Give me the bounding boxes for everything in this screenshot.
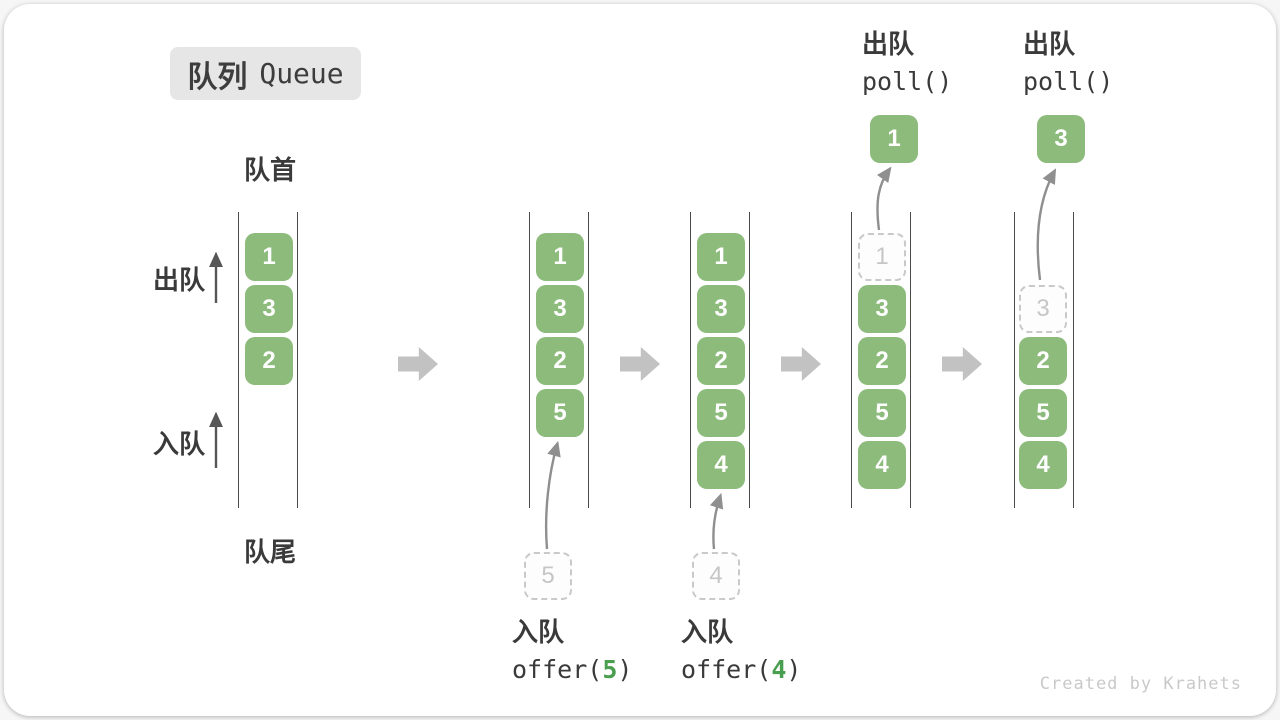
queue-box: 2 xyxy=(697,337,745,385)
enqueue-op-caption: 入队 offer(5) xyxy=(512,618,632,683)
queue-channel xyxy=(238,212,298,508)
queue-box: 3 xyxy=(697,285,745,333)
op-code: offer(5) xyxy=(512,654,633,684)
queue-box: 4 xyxy=(1019,441,1067,489)
queue-box: 2 xyxy=(1019,337,1067,385)
queue-channel xyxy=(851,212,911,508)
front-label: 队首 xyxy=(244,155,297,185)
queue-box: 4 xyxy=(858,441,906,489)
queue-box: 3 xyxy=(536,285,584,333)
credit-text: Created by Krahets xyxy=(1039,674,1242,694)
removed-box: 3 xyxy=(1019,285,1067,333)
op-label: 入队 xyxy=(681,617,734,647)
queue-channel xyxy=(1014,212,1074,508)
queue-box: 4 xyxy=(697,441,745,489)
title-zh: 队列 xyxy=(187,60,248,94)
queue-box: 5 xyxy=(697,389,745,437)
queue-box: 3 xyxy=(245,285,293,333)
dequeue-label: 出队 xyxy=(153,265,206,295)
queue-box: 1 xyxy=(536,233,584,281)
op-code: poll() xyxy=(1023,66,1114,96)
popped-box: 3 xyxy=(1037,115,1085,163)
op-arg: 5 xyxy=(602,654,618,684)
queue-box: 5 xyxy=(1019,389,1067,437)
queue-channel xyxy=(529,212,589,508)
rear-label: 队尾 xyxy=(244,537,297,567)
queue-box: 1 xyxy=(245,233,293,281)
op-label: 入队 xyxy=(512,617,565,647)
op-label: 出队 xyxy=(862,29,915,59)
queue-box: 5 xyxy=(536,389,584,437)
op-label: 出队 xyxy=(1023,29,1076,59)
queue-box: 1 xyxy=(697,233,745,281)
title-en: Queue xyxy=(259,57,344,90)
pending-box: 4 xyxy=(692,552,740,600)
title-chip: 队列 Queue xyxy=(170,47,361,100)
queue-box: 3 xyxy=(858,285,906,333)
removed-box: 1 xyxy=(858,233,906,281)
dequeue-op-caption: 出队 poll() xyxy=(1023,30,1113,95)
enqueue-op-caption: 入队 offer(4) xyxy=(681,618,801,683)
op-arg: 4 xyxy=(771,654,787,684)
queue-box: 2 xyxy=(858,337,906,385)
queue-box: 2 xyxy=(245,337,293,385)
queue-channel xyxy=(690,212,750,508)
queue-box: 5 xyxy=(858,389,906,437)
op-code: offer(4) xyxy=(681,654,802,684)
queue-box: 2 xyxy=(536,337,584,385)
pending-box: 5 xyxy=(524,552,572,600)
enqueue-label: 入队 xyxy=(153,429,206,459)
dequeue-op-caption: 出队 poll() xyxy=(862,30,952,95)
op-code: poll() xyxy=(862,66,953,96)
popped-box: 1 xyxy=(870,115,918,163)
